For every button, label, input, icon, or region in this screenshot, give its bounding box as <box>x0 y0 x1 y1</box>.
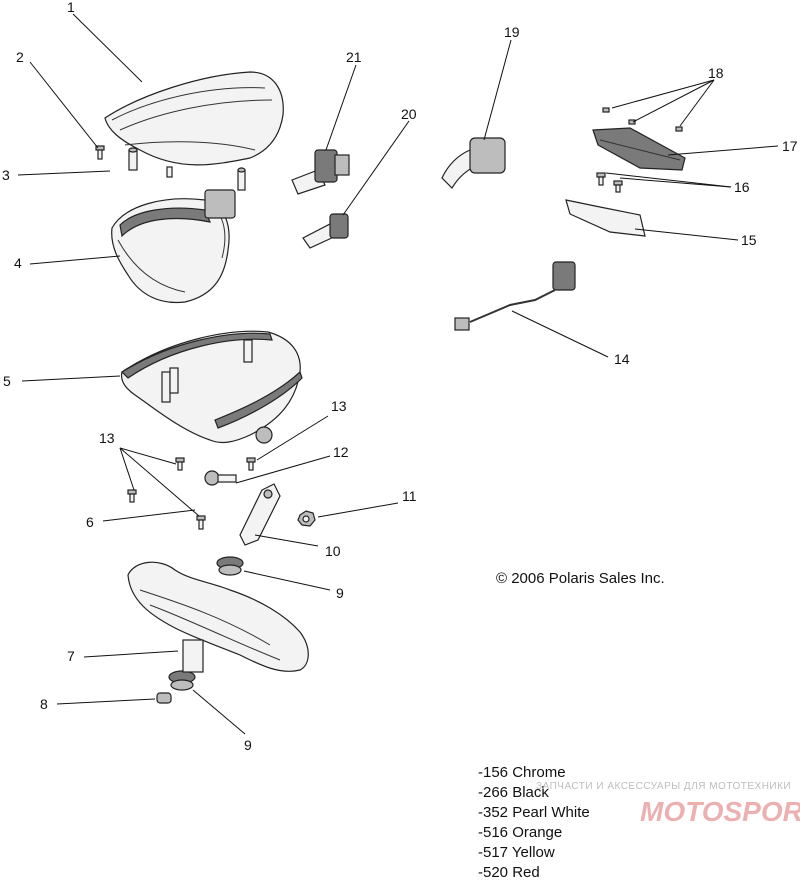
part-bulb-20 <box>302 213 349 249</box>
part-bolt-12 <box>204 470 237 486</box>
callout-14: 14 <box>614 351 630 367</box>
callout-11: 11 <box>402 488 417 504</box>
callout-13-right: 13 <box>331 398 347 414</box>
part-bulb-19 <box>441 137 506 189</box>
color-code-item: -520 Red <box>478 864 540 881</box>
color-code-item: -156 Chrome <box>478 764 566 781</box>
part-visor <box>104 71 284 166</box>
part-plug-8 <box>156 692 172 704</box>
part-bracket-10 <box>239 483 281 546</box>
color-code-item: -266 Black <box>478 784 549 801</box>
part-grommet-9-upper <box>216 556 244 576</box>
part-screws-13 <box>127 457 256 530</box>
watermark-logo: MOTOSPOR.RU <box>640 796 800 827</box>
callout-18: 18 <box>708 65 724 81</box>
color-code-legend: -156 Chrome -266 Black -352 Pearl White … <box>478 763 590 883</box>
callout-21: 21 <box>346 49 362 65</box>
part-screw-2 <box>95 145 105 160</box>
part-nut-11 <box>297 510 316 527</box>
callout-7: 7 <box>67 648 75 664</box>
color-code-item: -517 Yellow <box>478 844 555 861</box>
callout-10: 10 <box>325 543 341 559</box>
callout-9-upper: 9 <box>336 585 344 601</box>
callout-16: 16 <box>734 179 750 195</box>
callout-9-lower: 9 <box>244 737 252 753</box>
part-grommet-9-lower <box>168 670 196 691</box>
leader-lines <box>17 13 779 735</box>
callout-17: 17 <box>782 138 798 154</box>
callout-2: 2 <box>16 49 24 65</box>
part-riser-cover <box>127 561 309 673</box>
watermark-tagline: ЗАПЧАСТИ И АКСЕССУАРЫ ДЛЯ МОТОТЕХНИКИ <box>536 781 792 792</box>
copyright-notice: © 2006 Polaris Sales Inc. <box>496 570 665 587</box>
part-indicator-assembly <box>565 107 686 237</box>
color-code-item: -352 Pearl White <box>478 804 590 821</box>
callout-8: 8 <box>40 696 48 712</box>
callout-1: 1 <box>67 0 75 15</box>
callout-20: 20 <box>401 106 417 122</box>
color-code-item: -516 Orange <box>478 824 563 841</box>
part-standoffs <box>128 147 246 191</box>
part-headlight-housing <box>111 189 236 304</box>
callout-15: 15 <box>741 232 757 248</box>
callout-numbers: 1 2 3 4 5 6 7 8 9 9 10 11 12 13 13 14 15… <box>2 0 798 753</box>
callout-19: 19 <box>504 24 520 40</box>
callout-5: 5 <box>3 373 11 389</box>
callout-12: 12 <box>333 444 349 460</box>
part-pod-shell <box>120 330 303 444</box>
callout-6: 6 <box>86 514 94 530</box>
callout-4: 4 <box>14 255 22 271</box>
part-wire-harness <box>454 261 576 331</box>
callout-3: 3 <box>2 167 10 183</box>
part-bulb-21 <box>291 149 350 195</box>
callout-13-left: 13 <box>99 430 115 446</box>
